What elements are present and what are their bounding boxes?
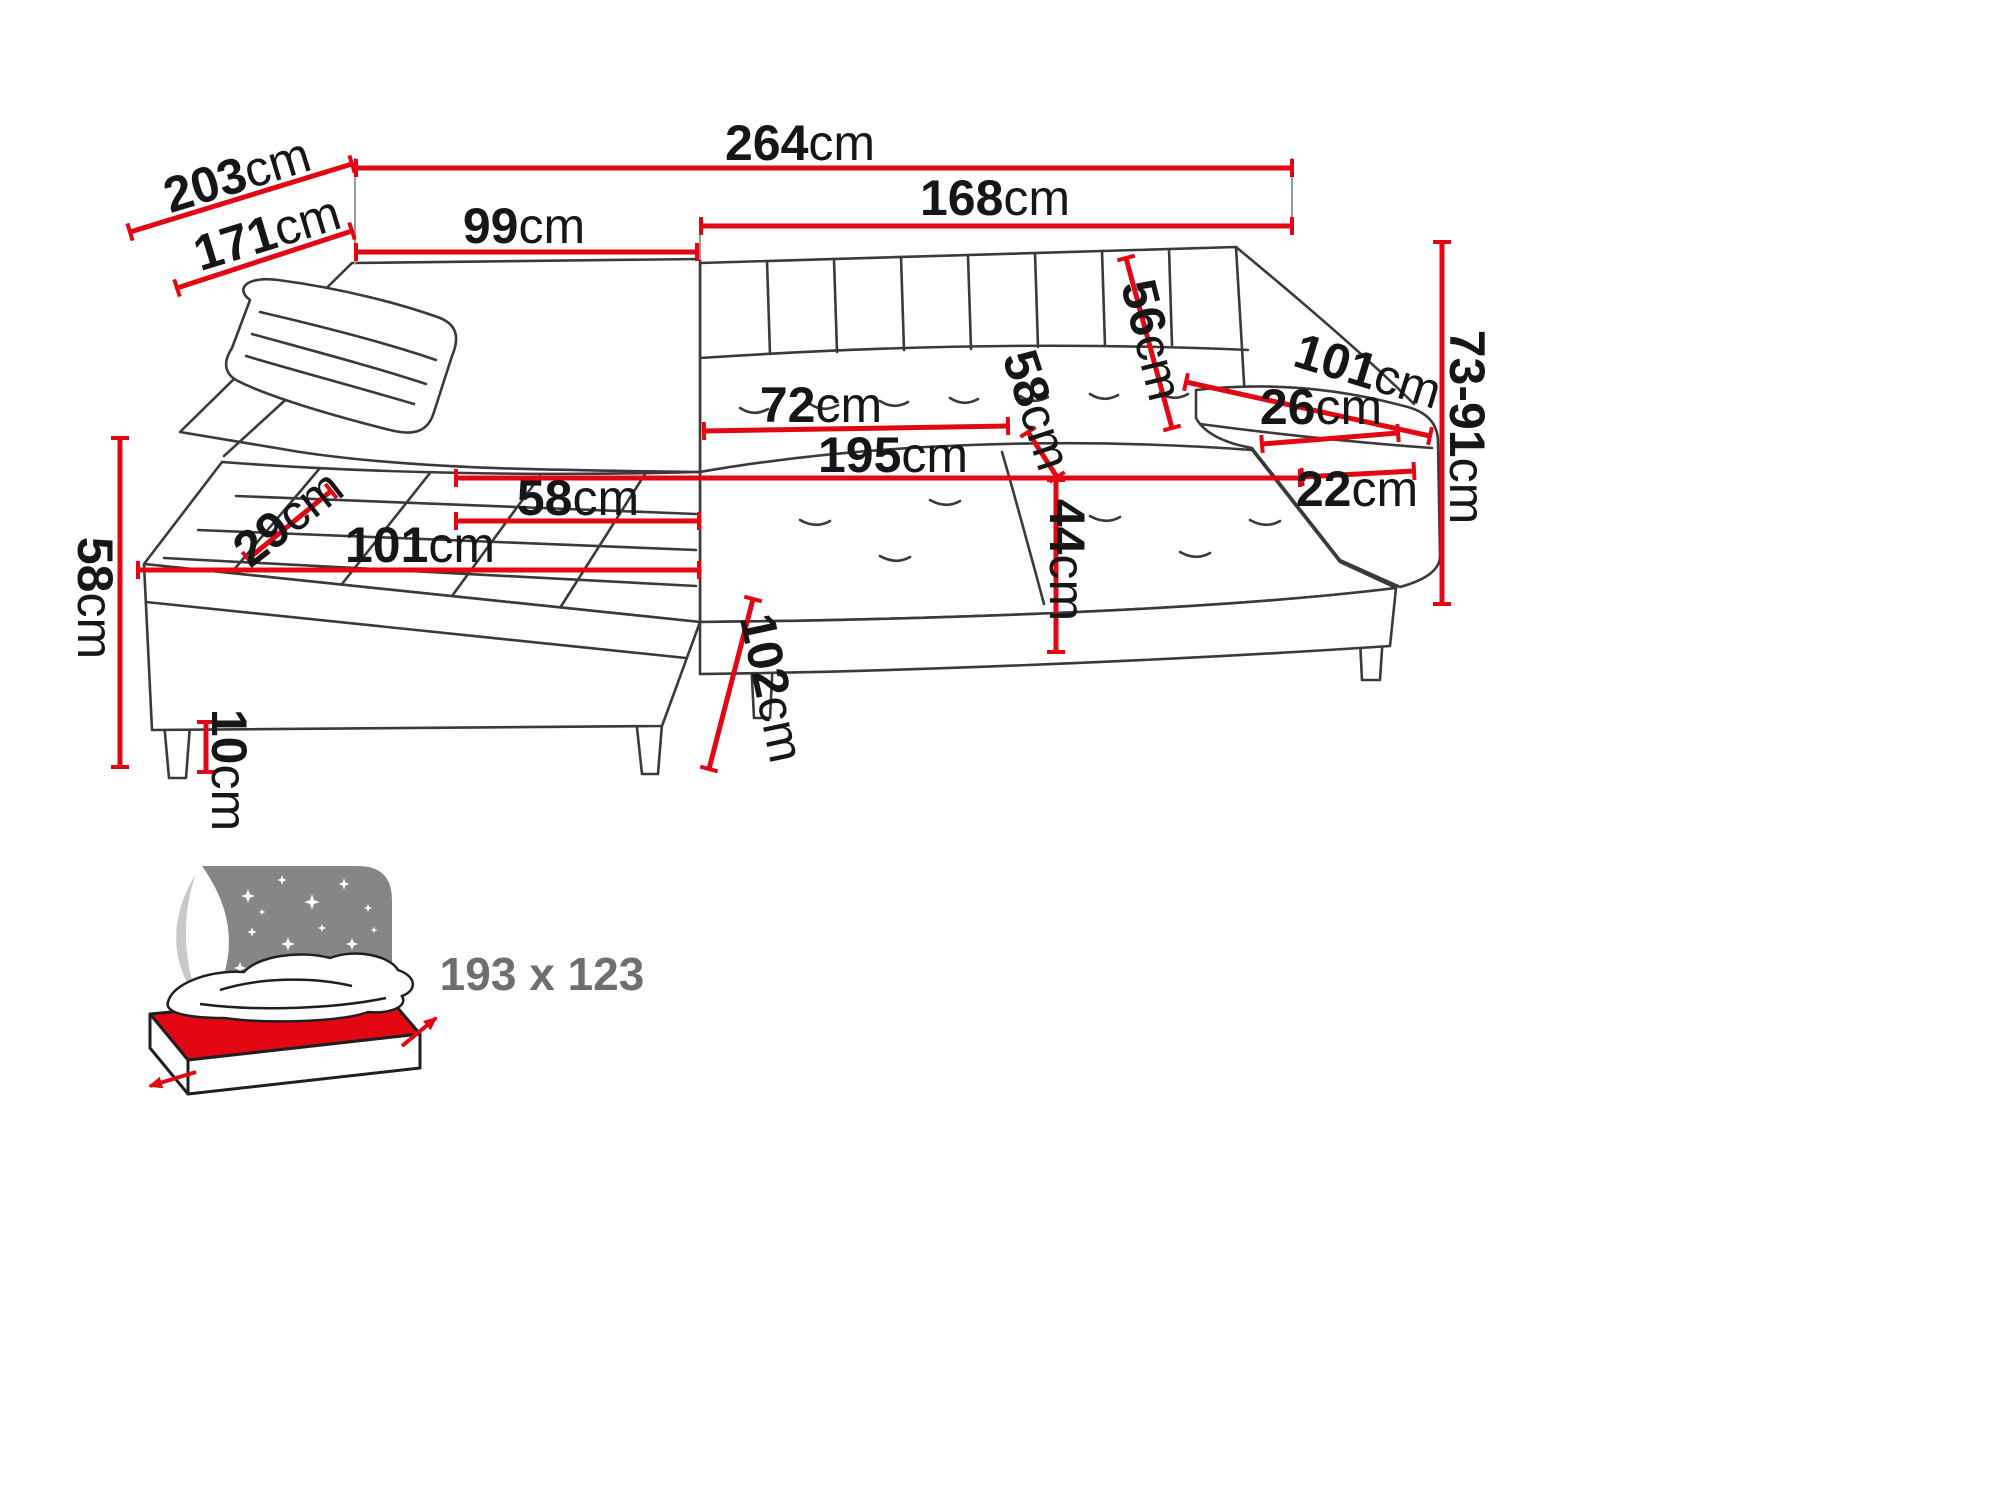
dim-unit: cm bbox=[1003, 170, 1071, 226]
dim-side-height: 58cm bbox=[67, 536, 123, 660]
dim-value: 101 bbox=[344, 517, 429, 573]
dim-unit: cm bbox=[815, 377, 883, 433]
dim-unit: cm bbox=[67, 592, 123, 660]
line-inner-depth bbox=[172, 221, 357, 298]
dim-value: 58 bbox=[516, 470, 573, 526]
dim-leg-height: 10cm bbox=[201, 708, 257, 832]
dim-value: 195 bbox=[817, 427, 902, 483]
sleeping-area-size: 193 x 123 bbox=[439, 948, 645, 1000]
dim-unit: cm bbox=[1439, 457, 1495, 525]
line-headrest-height bbox=[240, 482, 339, 568]
dim-value: 26 bbox=[1259, 379, 1316, 435]
dim-unit: cm bbox=[1351, 461, 1419, 517]
dim-overall-height: 73-91cm bbox=[1439, 329, 1495, 525]
dim-unit: cm bbox=[572, 470, 640, 526]
dim-corner-seat-depth: 58cm bbox=[517, 473, 639, 523]
dim-value: 10 bbox=[201, 708, 257, 765]
sleeping-area-label: 193 x 123 bbox=[440, 951, 645, 997]
dim-seat-height: 44cm bbox=[1039, 498, 1095, 622]
dim-value: 72 bbox=[759, 377, 816, 433]
line-chaise-length bbox=[699, 594, 763, 774]
line-armrest-top-width bbox=[1259, 423, 1401, 454]
dim-unit: cm bbox=[518, 198, 586, 254]
dim-value: 99 bbox=[462, 198, 519, 254]
sofa-chaise-front bbox=[142, 562, 702, 732]
dim-armrest-top-width: 26cm bbox=[1260, 382, 1382, 432]
dim-value: 73-91 bbox=[1439, 329, 1495, 458]
bed-length-arrow bbox=[400, 1016, 438, 1048]
bed-icon bbox=[148, 866, 438, 1096]
dim-unit: cm bbox=[1039, 554, 1095, 622]
dim-corner-back-width: 99cm bbox=[463, 201, 585, 251]
dim-unit: cm bbox=[901, 427, 969, 483]
dim-value: 168 bbox=[919, 170, 1004, 226]
dimension-lines bbox=[111, 154, 1451, 774]
bed-duvet bbox=[166, 952, 414, 1023]
dim-value: 264 bbox=[724, 115, 809, 171]
dim-seat-width: 195cm bbox=[818, 430, 968, 480]
dim-unit: cm bbox=[428, 517, 496, 573]
dim-right-armrest-width: 22cm bbox=[1296, 464, 1418, 514]
bed-headboard-swoosh bbox=[176, 874, 200, 1002]
dim-unit: cm bbox=[201, 764, 257, 832]
dim-seat-depth: 72cm bbox=[760, 380, 882, 430]
line-seat-depth bbox=[701, 416, 1011, 441]
dim-back-width: 168cm bbox=[920, 173, 1070, 223]
line-right-armrest-width bbox=[1299, 461, 1417, 487]
bed-width-arrow bbox=[148, 1070, 197, 1089]
dim-chaise-width: 101cm bbox=[345, 520, 495, 570]
dim-overall-width: 264cm bbox=[725, 118, 875, 168]
dim-value: 44 bbox=[1039, 498, 1095, 555]
dim-unit: cm bbox=[808, 115, 876, 171]
dim-value: 58 bbox=[67, 536, 123, 593]
dim-unit: cm bbox=[1315, 379, 1383, 435]
dim-value: 22 bbox=[1295, 461, 1352, 517]
line-backrest-height bbox=[1116, 253, 1182, 433]
line-total-depth bbox=[125, 154, 357, 242]
